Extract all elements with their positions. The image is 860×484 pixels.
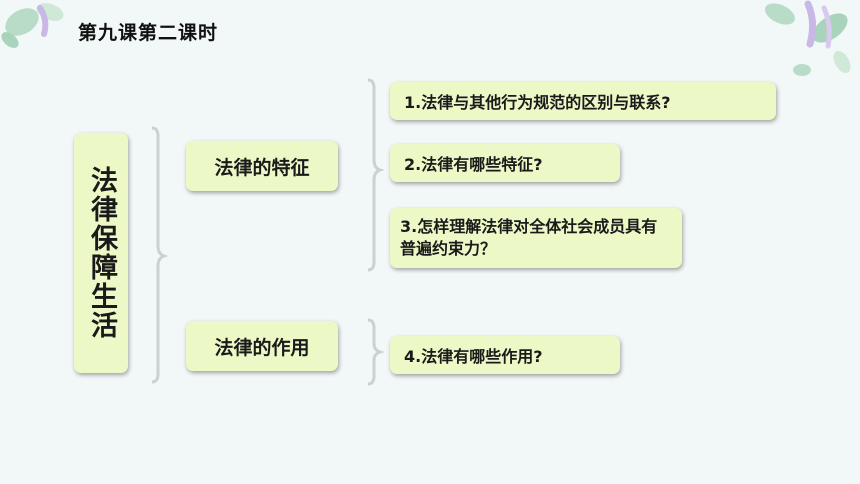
question-box-4: 4.法律有哪些作用? xyxy=(390,336,620,374)
question-box-1: 1.法律与其他行为规范的区别与联系? xyxy=(390,82,776,120)
leaf-decoration-left xyxy=(1,3,64,48)
page-title: 第九课第二课时 xyxy=(78,22,219,44)
leaf-decoration-right xyxy=(765,0,851,76)
question-box-3: 3.怎样理解法律对全体社会成员具有普遍约束力？ xyxy=(390,208,682,268)
branch-functions-box: 法律的作用 xyxy=(186,321,338,371)
branch-features-box: 法律的特征 xyxy=(186,141,338,191)
bracket-main xyxy=(151,126,169,384)
bracket-functions xyxy=(367,318,385,386)
bracket-features xyxy=(367,78,385,272)
main-topic-box: 法律保障生活 xyxy=(74,133,128,373)
question-box-2: 2.法律有哪些特征? xyxy=(390,144,620,182)
